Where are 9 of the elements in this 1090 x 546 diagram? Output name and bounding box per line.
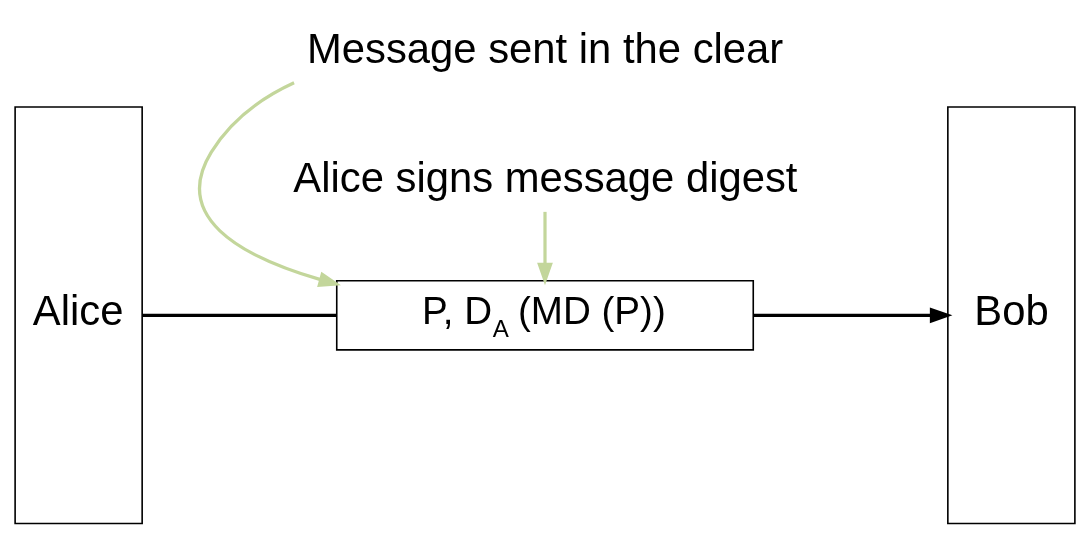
arrow xyxy=(537,211,553,285)
node-box: Bob xyxy=(947,105,1076,524)
node-text: Message sent in the clear xyxy=(306,24,784,72)
connector xyxy=(142,313,337,317)
node-box: Alice xyxy=(14,105,143,524)
node-box: P, D$_{A}$ (MD (P)) xyxy=(335,279,755,351)
node-text: Alice signs message digest xyxy=(293,153,798,201)
arrow xyxy=(198,80,341,287)
arrow xyxy=(753,306,953,323)
